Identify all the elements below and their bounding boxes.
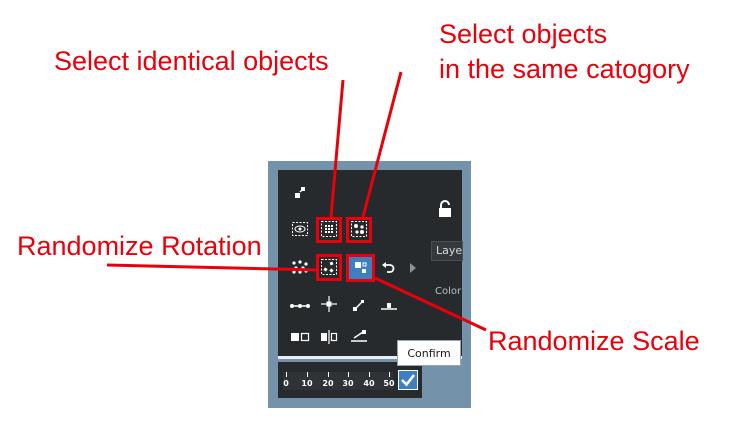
- highlight-randomize-rotation: [316, 254, 342, 281]
- leader-line-randomize-rotation: [106, 263, 317, 272]
- annotation-select-identical: Select identical objects: [54, 46, 329, 76]
- highlight-select-identical: [316, 217, 342, 243]
- ruler-tick: [389, 372, 390, 377]
- undo-icon[interactable]: [377, 258, 399, 278]
- ruler-track: [283, 372, 393, 390]
- color-label: Color: [435, 286, 462, 297]
- snap-to-ground-icon[interactable]: [348, 326, 370, 346]
- panel-divider: [278, 356, 462, 359]
- leader-line-select-identical: [329, 79, 345, 218]
- select-identical-objects-icon[interactable]: [318, 219, 340, 239]
- select-visible-icon[interactable]: [289, 219, 311, 239]
- annotation-randomize-rotation: Randomize Rotation: [17, 231, 262, 261]
- ruler-tick: [307, 372, 308, 377]
- expand-arrow-icon[interactable]: [402, 258, 424, 278]
- ruler-tick: [348, 372, 349, 377]
- annotation-select-category-line2: in the same catogory: [439, 54, 690, 84]
- confirm-checkbox[interactable]: [398, 370, 418, 390]
- ruler-label: 0: [283, 379, 289, 388]
- annotation-select-category-line1: Select objects: [439, 19, 608, 49]
- highlight-randomize-scale: [346, 254, 375, 282]
- highlight-select-category: [346, 217, 372, 243]
- ruler-label: 30: [342, 379, 354, 388]
- randomize-rotation-icon[interactable]: [318, 257, 340, 277]
- size-ruler[interactable]: 0 10 20 30 40 50: [283, 366, 395, 394]
- move-objects-icon[interactable]: [289, 182, 311, 202]
- leader-line-randomize-scale: [374, 276, 487, 332]
- select-same-category-icon[interactable]: [348, 219, 370, 239]
- randomize-scale-icon[interactable]: [350, 258, 372, 278]
- unlock-icon[interactable]: [434, 199, 456, 219]
- layer-dropdown[interactable]: Layer: [431, 241, 463, 261]
- ruler-tick: [369, 372, 370, 377]
- ruler-label: 40: [363, 379, 375, 388]
- ruler-label: 50: [383, 379, 395, 388]
- ruler-label: 10: [301, 379, 313, 388]
- distribute-horizontal-icon[interactable]: [289, 296, 311, 316]
- align-center-icon[interactable]: [318, 294, 340, 314]
- confirm-button[interactable]: Confirm: [397, 340, 461, 366]
- ruler-label: 20: [322, 379, 334, 388]
- leader-line-select-category: [361, 71, 403, 218]
- scale-objects-icon[interactable]: [289, 327, 311, 347]
- ruler-tick: [286, 372, 287, 377]
- annotation-randomize-scale: Randomize Scale: [488, 326, 700, 356]
- align-bottom-icon[interactable]: [378, 295, 400, 315]
- mirror-objects-icon[interactable]: [318, 327, 340, 347]
- ruler-tick: [328, 372, 329, 377]
- align-diagonal-icon[interactable]: [348, 295, 370, 315]
- checkmark-icon: [401, 374, 416, 387]
